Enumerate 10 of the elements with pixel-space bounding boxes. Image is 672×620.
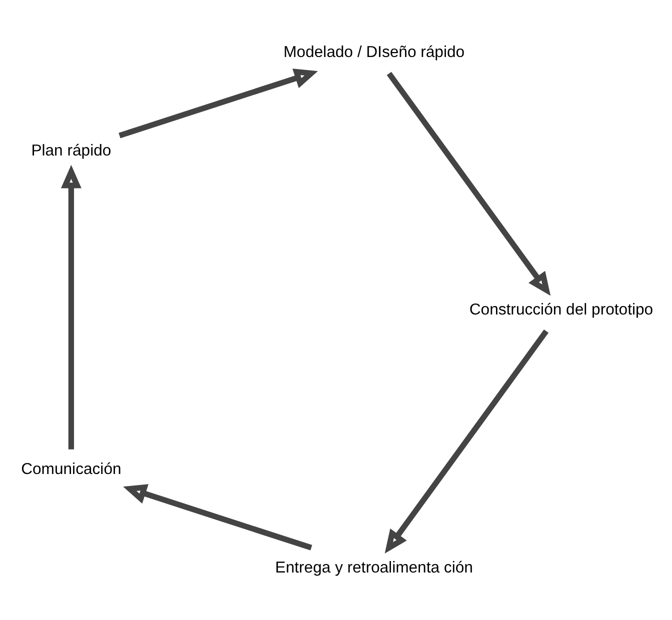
node-text: Plan rápido bbox=[31, 142, 112, 159]
arrow bbox=[123, 484, 312, 550]
node-text: Construcción del prototipo bbox=[469, 301, 654, 318]
node-text: Modelado / DIseño rápido bbox=[284, 44, 465, 61]
arrow bbox=[60, 164, 82, 449]
node-text: Entrega y retroalimenta ción bbox=[275, 558, 473, 576]
node-text: Comunicación bbox=[21, 460, 122, 478]
arrow bbox=[386, 71, 551, 296]
arrow bbox=[384, 328, 549, 553]
arrow bbox=[118, 68, 318, 138]
